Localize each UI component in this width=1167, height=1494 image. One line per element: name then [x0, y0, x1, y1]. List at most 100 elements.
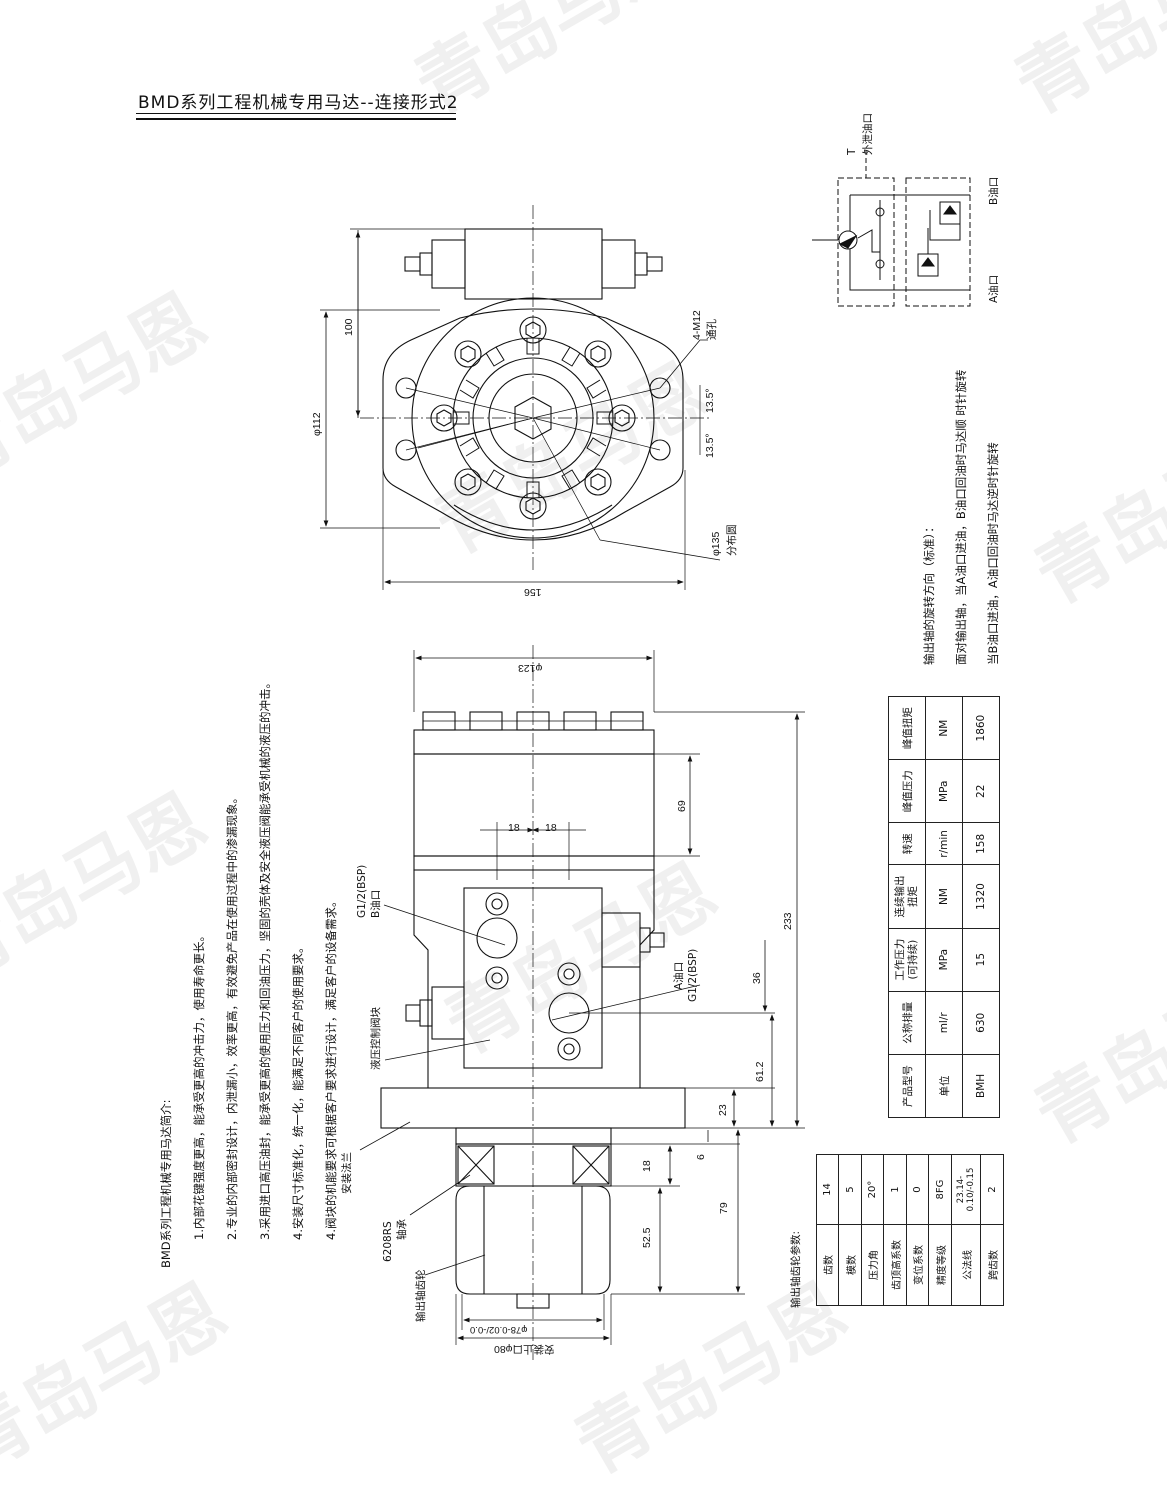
dim-112: φ112 — [311, 412, 323, 436]
spec-unit: ml/r — [925, 991, 963, 1055]
dim-79: 79 — [718, 1202, 730, 1214]
dim-233: 233 — [782, 912, 794, 930]
gear-value: 8FG — [928, 1154, 952, 1225]
spec-header: 产品型号 — [888, 1054, 926, 1118]
gear-value: 23.14-0.10/-0.15 — [951, 1154, 981, 1225]
spec-unit: MPa — [925, 928, 963, 992]
spec-value: BMH — [962, 1054, 1000, 1118]
spec-unit: MPa — [925, 759, 963, 823]
spec-unit: r/min — [925, 822, 963, 865]
spec-value: 22 — [962, 759, 1000, 823]
dim-123: φ123 — [518, 662, 543, 674]
spec-unit: NM — [925, 864, 963, 929]
spec-value: 1860 — [962, 696, 1000, 760]
gear-label: 输出轴齿轮 — [415, 1269, 427, 1323]
page-title: BMD系列工程机械专用马达--连接形式2 — [138, 93, 459, 113]
t-port-label: T — [846, 148, 858, 155]
spec-value: 15 — [962, 928, 1000, 992]
gear-value: 0 — [906, 1154, 929, 1225]
dim-156: 156 — [524, 586, 542, 598]
intro-item: 2.专业的内部密封设计，内泄漏小，效率更高，有效避免产品在使用过程中的渗漏现象。 — [225, 792, 239, 1240]
b-port-label: B油口 — [988, 176, 1000, 205]
dim-18-bearing: 18 — [641, 1160, 653, 1172]
port-a-name: A油口 — [673, 961, 685, 990]
dim-135: φ135 — [710, 531, 722, 556]
dim-61-2: 61.2 — [754, 1061, 766, 1082]
dim-69: 69 — [676, 800, 688, 812]
gear-param: 跨齿数 — [980, 1224, 1004, 1306]
t-port-desc: 外泄油口 — [862, 113, 874, 155]
spec-unit: NM — [925, 696, 963, 760]
gear-value: 14 — [816, 1154, 839, 1225]
holes-spec: 4-M12 — [691, 310, 703, 340]
gear-param: 齿顶高系数 — [883, 1224, 907, 1306]
dim-135-note: 分布圆 — [726, 524, 738, 557]
side-view — [359, 645, 805, 1360]
title-underline — [136, 118, 456, 120]
gear-value: 2 — [980, 1154, 1004, 1225]
front-view — [320, 205, 721, 590]
spec-table: 产品型号 公称排量 工作压力 (可持续) 连续输出 扭矩 转速 峰值压力 峰值扭… — [888, 696, 1000, 1118]
gear-value: 1 — [883, 1154, 907, 1225]
gear-param: 模数 — [838, 1224, 862, 1306]
dim-6: 6 — [695, 1154, 707, 1160]
spec-header-row: 产品型号 公称排量 工作压力 (可持续) 连续输出 扭矩 转速 峰值压力 峰值扭… — [888, 696, 926, 1118]
spec-header: 工作压力 (可持续) — [888, 928, 926, 992]
intro-item: 4.安装尺寸标准化，统一化，能满足不同客户的使用要求。 — [291, 941, 305, 1240]
technical-drawing — [320, 150, 971, 1360]
dim-36: 36 — [751, 972, 763, 984]
dim-80-spigot: 安装止口φ80 — [494, 1343, 555, 1355]
spec-header: 公称排量 — [888, 991, 926, 1055]
gear-param: 变位系数 — [906, 1224, 929, 1306]
spec-unit-row: 单位 ml/r MPa NM r/min MPa NM — [925, 696, 963, 1118]
port-b-name: B油口 — [370, 889, 382, 918]
dim-18-left: 18 — [508, 822, 520, 834]
intro-item: 1.内部花键强度更高，能承受更高的冲击力，使用寿命更长。 — [192, 930, 206, 1240]
spec-value: 1320 — [962, 864, 1000, 929]
gear-param: 精度等级 — [928, 1224, 952, 1306]
holes-note: 通孔 — [706, 319, 718, 340]
spec-table-wrap: 产品型号 公称排量 工作压力 (可持续) 连续输出 扭矩 转速 峰值压力 峰值扭… — [888, 696, 1000, 1118]
dim-78: φ78-0.02/-0.0 — [470, 1324, 528, 1335]
dim-52-5: 52.5 — [641, 1227, 653, 1248]
rotation-heading: 输出轴的旋转方向（标准）： — [922, 521, 936, 665]
gear-param: 压力角 — [861, 1224, 884, 1306]
dim-18-right: 18 — [545, 822, 557, 834]
title-underline — [136, 113, 456, 114]
intro-item: 3.采用进口高压油封，能承受更高的使用压力和回油压力，坚固的壳体及安全液压阀能承… — [258, 677, 272, 1240]
spec-header: 峰值压力 — [888, 759, 926, 823]
angle-bottom: 13.5° — [704, 433, 716, 458]
a-port-label: A油口 — [988, 274, 1000, 303]
gear-value: 20° — [861, 1154, 884, 1225]
gear-value: 5 — [838, 1154, 862, 1225]
flange-label: 安装法兰 — [341, 1152, 353, 1194]
spec-header: 连续输出 扭矩 — [888, 864, 926, 929]
spec-header: 峰值扭矩 — [888, 696, 926, 760]
port-a-thread: G1/2(BSP) — [687, 948, 699, 1002]
gear-param: 齿数 — [816, 1224, 839, 1306]
gear-param: 公法线 — [951, 1224, 981, 1306]
spec-unit: 单位 — [925, 1054, 963, 1118]
angle-top: 13.5° — [704, 388, 716, 413]
gear-table-heading: 输出轴齿轮参数: — [790, 1230, 802, 1308]
hydraulic-schematic — [812, 150, 971, 307]
rotation-line-2: 当B油口进油，A油口回油时马达逆时针旋转 — [986, 442, 1000, 665]
spec-value: 630 — [962, 991, 1000, 1055]
dim-23: 23 — [717, 1104, 729, 1116]
spec-value: 158 — [962, 822, 1000, 865]
dim-100: 100 — [343, 318, 355, 336]
port-b-thread: G1/2(BSP) — [356, 864, 368, 918]
intro-heading: BMD系列工程机械专用马达简介: — [159, 1099, 173, 1268]
valve-block-label: 液压控制阀块 — [370, 1007, 382, 1070]
bearing-code: 6208RS — [382, 1221, 394, 1262]
